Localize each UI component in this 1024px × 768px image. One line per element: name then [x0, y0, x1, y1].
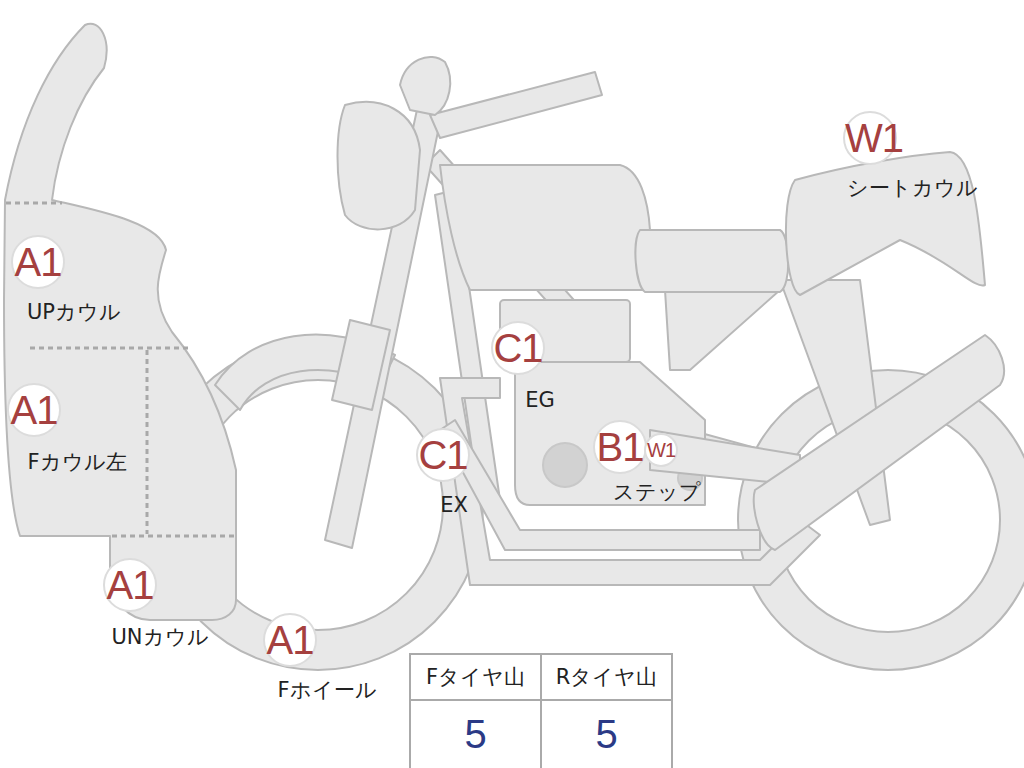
damage-code: B1	[595, 422, 645, 472]
damage-code: C1	[493, 323, 543, 373]
part-name: シートカウル	[847, 177, 978, 200]
part-name: Fカウル左	[27, 451, 126, 474]
table-header: Fタイヤ山	[410, 654, 541, 700]
damage-code: A1	[13, 237, 63, 287]
damage-code-circle: B1ステップ	[593, 420, 647, 474]
damage-code-circle: A1UPカウル	[11, 235, 65, 289]
part-name: UPカウル	[27, 301, 121, 324]
tire-table	[410, 654, 672, 768]
damage-code: A1	[105, 560, 155, 610]
part-name: Fホイール	[277, 679, 376, 702]
damage-code: A1	[9, 385, 59, 435]
part-name: ステップ	[613, 481, 701, 504]
damage-code-circle: W1	[644, 433, 678, 467]
damage-code-circle: C1EX	[416, 428, 470, 482]
damage-code: W1	[646, 435, 676, 465]
damage-code-circle: A1Fカウル左	[7, 383, 61, 437]
damage-code-circle: A1UNカウル	[103, 558, 157, 612]
tread-value: 5	[541, 700, 672, 768]
damage-code: C1	[418, 430, 468, 480]
tread-value: 5	[410, 700, 541, 768]
damage-code-circle: A1Fホイール	[263, 613, 317, 667]
damage-code: A1	[265, 615, 315, 665]
part-name: EX	[440, 494, 468, 517]
part-name: EG	[525, 389, 555, 412]
damage-code-circle: C1EG	[491, 321, 545, 375]
part-name: UNカウル	[111, 626, 208, 649]
damage-code: W1	[845, 113, 895, 163]
damage-code-circle: W1シートカウル	[843, 111, 897, 165]
table-header: Rタイヤ山	[541, 654, 672, 700]
